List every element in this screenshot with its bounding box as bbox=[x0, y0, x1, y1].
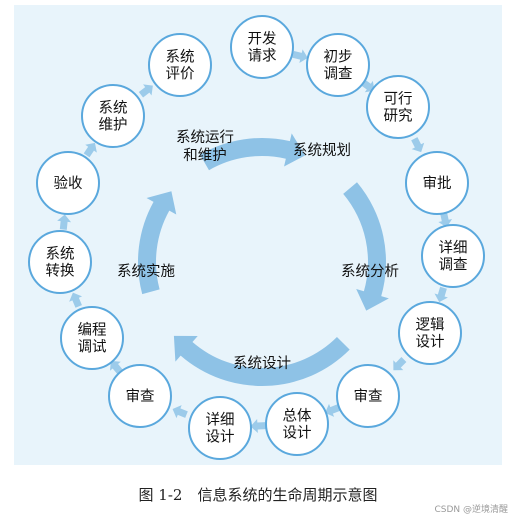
step-node-label: 系统 bbox=[166, 49, 195, 66]
step-node-label: 编程 bbox=[78, 322, 107, 339]
step-node-label: 请求 bbox=[248, 48, 277, 65]
step-arrow bbox=[172, 405, 188, 419]
step-node-label: 可行 bbox=[384, 91, 413, 108]
step-node-label: 初步 bbox=[324, 49, 353, 66]
step-arrow bbox=[138, 84, 153, 98]
step-nodes: 开发请求初步调查可行研究审批详细调查逻辑设计审查总体设计详细设计审查编程调试系统… bbox=[28, 15, 485, 460]
step-arrow bbox=[69, 292, 83, 308]
phase-arrow bbox=[173, 335, 350, 386]
step-arrow bbox=[292, 49, 308, 64]
step-arrow bbox=[393, 357, 407, 371]
step-node-circle bbox=[398, 301, 462, 365]
step-node-circle bbox=[366, 75, 430, 139]
phase-arrow bbox=[200, 133, 306, 171]
step-arrow bbox=[434, 286, 448, 303]
step-node-label: 审查 bbox=[126, 388, 155, 405]
step-node: 审查 bbox=[336, 364, 400, 428]
step-arrow bbox=[57, 214, 72, 230]
step-node: 验收 bbox=[36, 151, 100, 215]
step-node-label: 研究 bbox=[384, 108, 413, 125]
step-node-circle bbox=[230, 15, 294, 79]
figure-caption: 图 1-2 信息系统的生命周期示意图 bbox=[138, 486, 378, 504]
step-node-circle bbox=[336, 364, 400, 428]
step-node-circle bbox=[188, 396, 252, 460]
step-arrow bbox=[250, 419, 266, 434]
phase-label: 系统规划 bbox=[293, 142, 351, 159]
step-arrow bbox=[83, 142, 97, 158]
step-node: 审批 bbox=[405, 151, 469, 215]
step-node-label: 总体 bbox=[283, 408, 312, 425]
diagram-panel bbox=[14, 5, 502, 465]
step-node-circle bbox=[306, 33, 370, 97]
phase-label: 和维护 bbox=[183, 147, 227, 164]
step-node: 审查 bbox=[108, 364, 172, 428]
step-node-label: 调查 bbox=[324, 66, 353, 83]
step-node-circle bbox=[28, 230, 92, 294]
step-arrow bbox=[438, 211, 453, 228]
step-node-label: 调查 bbox=[439, 257, 468, 274]
step-node-label: 调试 bbox=[78, 339, 107, 356]
step-node-label: 评价 bbox=[166, 66, 195, 83]
step-arrows bbox=[57, 49, 453, 434]
step-node-label: 验收 bbox=[54, 175, 83, 192]
phase-cycle-arrows bbox=[138, 133, 389, 386]
step-node-circle bbox=[265, 392, 329, 456]
step-node-circle bbox=[60, 306, 124, 370]
phase-label: 系统分析 bbox=[341, 263, 399, 280]
phase-label: 系统运行 bbox=[176, 129, 234, 146]
step-node-label: 审批 bbox=[423, 175, 452, 192]
step-node-label: 系统 bbox=[46, 246, 75, 263]
step-node-label: 详细 bbox=[439, 240, 468, 257]
step-node-circle bbox=[36, 151, 100, 215]
step-arrow bbox=[411, 137, 425, 153]
step-node-label: 维护 bbox=[99, 117, 128, 134]
phase-arrow bbox=[138, 191, 177, 295]
step-node-label: 设计 bbox=[416, 334, 445, 351]
step-node-label: 逻辑 bbox=[416, 317, 445, 334]
step-node-label: 开发 bbox=[248, 31, 277, 48]
step-node-circle bbox=[108, 364, 172, 428]
step-arrow bbox=[325, 403, 341, 417]
step-node-label: 系统 bbox=[99, 100, 128, 117]
phase-label: 系统实施 bbox=[117, 263, 175, 280]
step-node-label: 详细 bbox=[206, 412, 235, 429]
watermark: CSDN @逆境清醒 bbox=[434, 505, 508, 515]
step-node-circle bbox=[405, 151, 469, 215]
step-node-circle bbox=[421, 224, 485, 288]
step-node-label: 转换 bbox=[46, 263, 75, 280]
step-node-circle bbox=[148, 33, 212, 97]
step-node-label: 审查 bbox=[354, 388, 383, 405]
phase-arrow bbox=[343, 182, 389, 311]
step-node-label: 设计 bbox=[283, 425, 312, 442]
phase-label: 系统设计 bbox=[233, 355, 291, 372]
step-node-circle bbox=[81, 84, 145, 148]
step-node-label: 设计 bbox=[206, 429, 235, 446]
